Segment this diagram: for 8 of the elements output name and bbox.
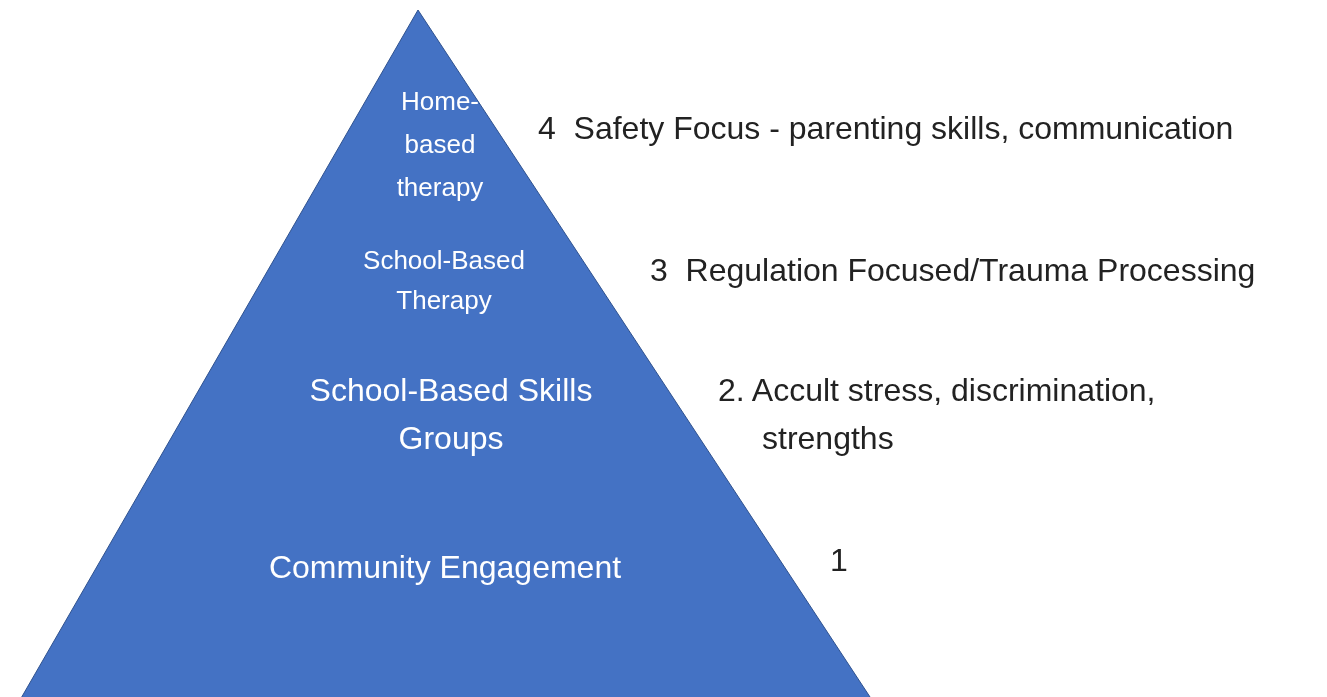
tier-description: 4 Safety Focus - parenting skills, communication <box>538 109 1235 148</box>
tier-description: 2. Accult stress, discrimination, strengths <box>718 371 1157 458</box>
tier-description: 1 <box>830 541 849 580</box>
tier-label: Community Engagement <box>267 548 623 587</box>
tier-label: School-Based Therapy <box>362 244 526 317</box>
tier-label: School-Based Skills Groups <box>308 371 594 458</box>
tier-description: 3 Regulation Focused/Trauma Processing <box>650 251 1257 290</box>
tier-label: Home-based therapy <box>395 85 485 204</box>
